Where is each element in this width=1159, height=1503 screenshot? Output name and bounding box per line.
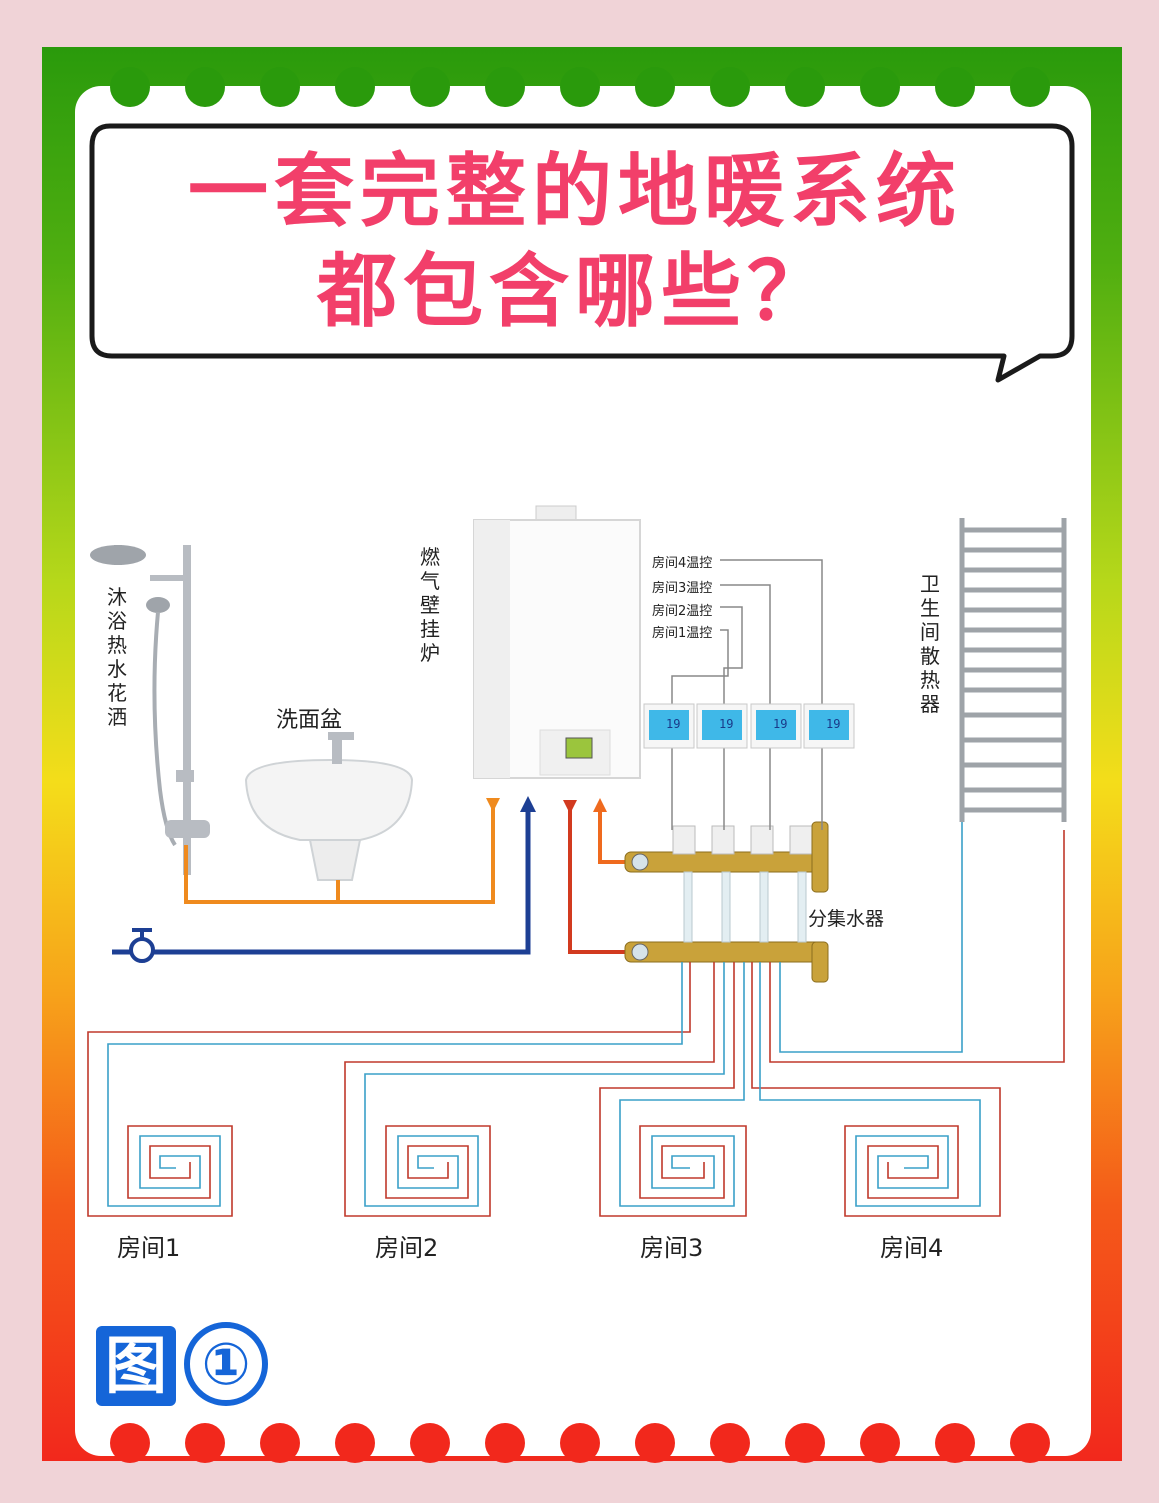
basin-label: 洗面盆 bbox=[276, 708, 343, 733]
title-line-1: 一套完整的地暖系统 bbox=[188, 145, 962, 238]
bathroom-radiator-label: 卫生间散热器 bbox=[920, 572, 940, 716]
title-speech-bubble bbox=[89, 123, 1075, 383]
wash-basin-fixture bbox=[244, 732, 414, 881]
gas-boiler-unit bbox=[473, 505, 641, 779]
figure-number: ① bbox=[184, 1322, 268, 1406]
shower-label: 沐浴热水花洒 bbox=[107, 585, 127, 729]
thermostat-reading-3: 19 bbox=[773, 717, 788, 731]
shower-fixture bbox=[90, 545, 210, 875]
heating-pipes bbox=[568, 800, 628, 954]
supply-arrow bbox=[563, 800, 577, 814]
thermostat-reading-1: 19 bbox=[666, 717, 681, 731]
domestic-hot-water-pipe bbox=[184, 800, 495, 904]
thermostat-reading-2: 19 bbox=[719, 717, 734, 731]
thermostat-label-room1: 房间1温控 bbox=[652, 626, 713, 641]
room1-floor-loop bbox=[87, 962, 691, 1217]
thermostat-reading-4: 19 bbox=[826, 717, 841, 731]
room-label-4: 房间4 bbox=[880, 1234, 944, 1262]
cold-water-arrow bbox=[520, 796, 536, 812]
boiler-label: 燃气壁挂炉 bbox=[420, 545, 440, 665]
figure-char: 图 bbox=[104, 1329, 167, 1402]
title-line-2: 都包含哪些？ bbox=[317, 245, 833, 338]
room-label-1: 房间1 bbox=[117, 1234, 181, 1262]
manifold-label: 分集水器 bbox=[808, 908, 885, 930]
thermostat-wiring bbox=[671, 559, 823, 830]
towel-radiator bbox=[959, 518, 1067, 822]
room3-floor-loop bbox=[599, 962, 747, 1217]
room-label-2: 房间2 bbox=[375, 1234, 439, 1262]
thermostat-label-room4: 房间4温控 bbox=[652, 556, 713, 571]
room-label-3: 房间3 bbox=[640, 1234, 704, 1262]
hot-water-arrow bbox=[486, 798, 500, 812]
radiator-loop bbox=[769, 822, 1065, 1063]
manifold-unit bbox=[624, 821, 829, 983]
cold-water-pipe bbox=[112, 812, 531, 963]
thermostat-label-room3: 房间3温控 bbox=[652, 581, 713, 596]
room4-floor-loop bbox=[751, 962, 1001, 1217]
thermostat-panels bbox=[643, 703, 855, 749]
return-arrow bbox=[593, 798, 607, 812]
figure-badge bbox=[96, 1326, 176, 1406]
room2-floor-loop bbox=[344, 962, 725, 1217]
thermostat-label-room2: 房间2温控 bbox=[652, 604, 713, 619]
